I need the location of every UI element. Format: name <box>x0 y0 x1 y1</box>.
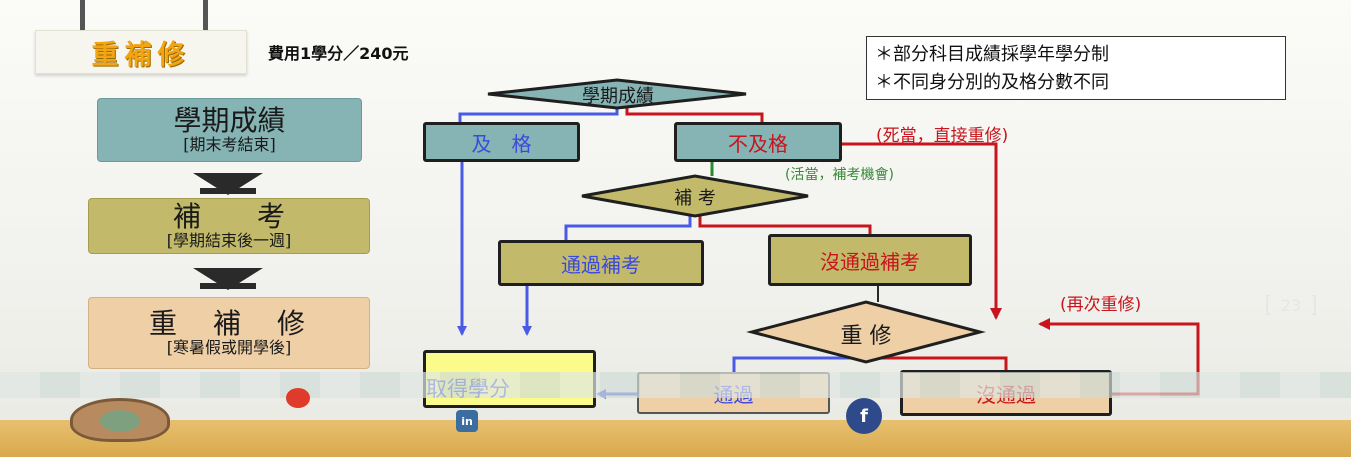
facebook-icon: f <box>846 398 882 434</box>
fee-text: 費用1學分／240元 <box>268 44 409 63</box>
fail-node: 不及格 <box>674 122 842 162</box>
down-arrow-bar <box>200 283 256 289</box>
makeup-pass-connector <box>564 214 692 240</box>
makeup-exam-diamond <box>581 174 809 218</box>
note-item: ＊部分科目成績採學年學分制 <box>875 44 1109 65</box>
step-title: 補 考 <box>172 200 285 233</box>
notes-box: ＊部分科目成績採學年學分制 ＊不同身分別的及格分數不同 <box>866 36 1286 100</box>
page-number: [ 23 ] <box>1256 292 1326 318</box>
bottom-wave-band <box>0 372 1351 398</box>
step-subtitle: [期末考結束] <box>183 135 276 154</box>
semester-grade-label: 學期成績 <box>582 86 654 107</box>
bottom-ground <box>0 420 1351 457</box>
semester-grade-diamond <box>487 78 747 110</box>
retake-label: 重 修 <box>840 324 892 349</box>
step-title: 學期成績 <box>173 104 286 137</box>
failed-makeup-node: 沒通過補考 <box>768 234 972 286</box>
sidebar-step-makeup: 補 考 [學期結束後一週] <box>88 198 370 254</box>
retake-diamond <box>746 300 986 364</box>
pass-connector <box>458 106 619 124</box>
down-arrow-bar <box>200 188 256 194</box>
makeup-fail-connector <box>698 214 872 236</box>
page-number-value: 23 <box>1280 295 1302 315</box>
fail-connector <box>625 106 764 124</box>
step-subtitle: [寒暑假或開學後] <box>166 338 292 357</box>
step-subtitle: [學期結束後一週] <box>166 231 292 250</box>
dead-fail-connector <box>840 142 1002 320</box>
hanger-right <box>203 0 208 30</box>
step-title: 重 補 修 <box>148 307 309 340</box>
sidebar-step-retake: 重 補 修 [寒暑假或開學後] <box>88 297 370 369</box>
page-title: 重補修 <box>35 30 247 74</box>
page-bracket: [ <box>1264 292 1273 318</box>
hanger-left <box>80 0 85 30</box>
retake-again-note: (再次重修) <box>1060 295 1142 315</box>
dead-fail-note: (死當，直接重修) <box>876 126 1009 146</box>
linkedin-icon: in <box>456 410 478 432</box>
makeup-exam-label: 補 考 <box>674 188 716 209</box>
bird-icon <box>286 388 310 408</box>
turtle-mascot-face <box>100 410 140 432</box>
passed-makeup-node: 通過補考 <box>498 240 704 286</box>
note-item: ＊不同身分別的及格分數不同 <box>875 72 1109 93</box>
retest-note: (活當，補考機會) <box>785 167 894 183</box>
sidebar-step-semester: 學期成績 [期末考結束] <box>97 98 362 162</box>
pass-node: 及 格 <box>423 122 580 162</box>
page-bracket: ] <box>1309 292 1318 318</box>
